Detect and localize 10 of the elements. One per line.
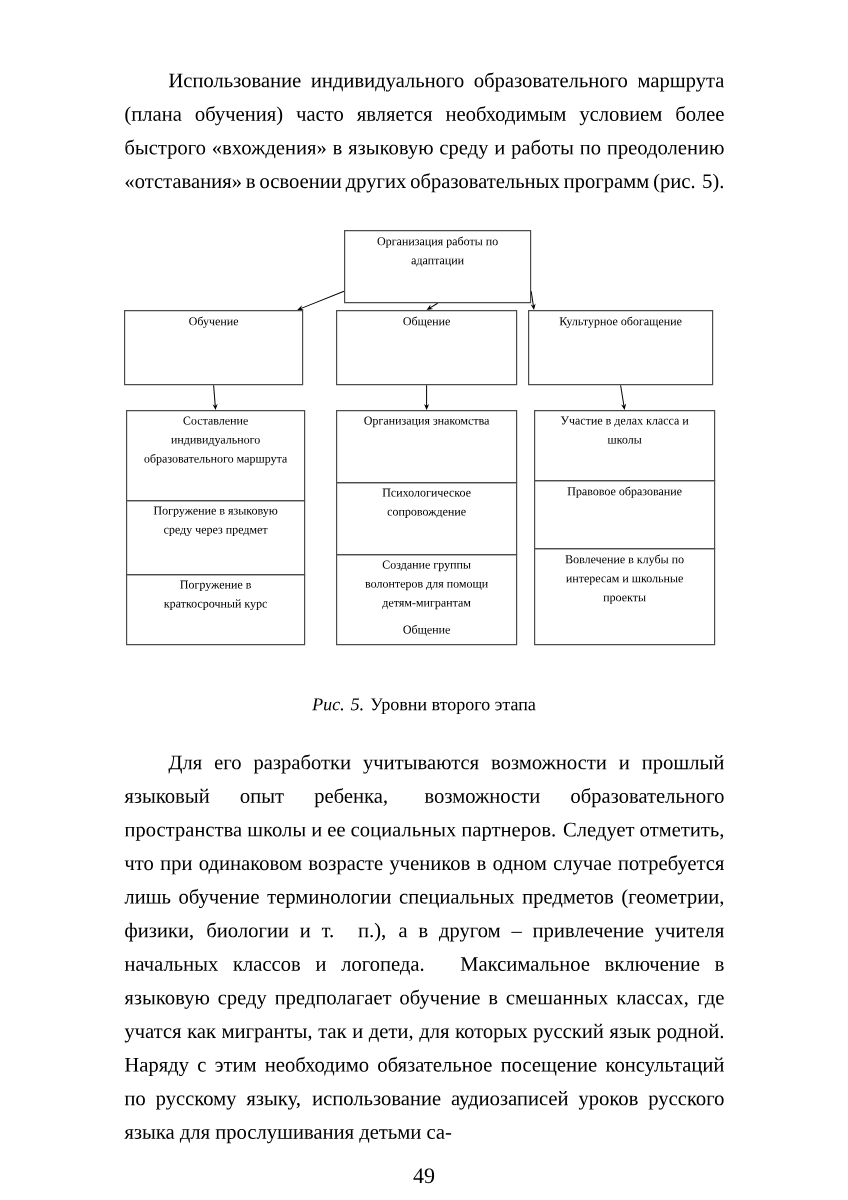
arrow bbox=[427, 302, 439, 310]
paragraph: Для его разработки учитываются возможности и прошлый языковый опыт ребенка, возможности образовательного пространства школы и ее социальных партнеров. Следует отметить, что при одинаковом возрасте учеников в одном случае потребуется лишь обучение терминологии специальных предметов (геометрии, физики, биологии и т. п.), а в другом – привлечение учителя начальных классов и логопеда. Максимальное включение в языковую среду предполагает обучение в смешанных классах, где учатся как мигранты, так и дети, для которых русский язык родной. Наряду с этим необходимо обязательное посещение консультаций по русскому языку, использование аудиозаписей уроков русского языка для прослушивания детьми са- bbox=[124, 754, 725, 1144]
figure-caption: Рис. 5. Уровни второго этапа bbox=[312, 698, 536, 714]
arrow bbox=[620, 384, 626, 410]
page-number: 49 bbox=[413, 1168, 435, 1184]
arrow bbox=[424, 384, 429, 410]
arrow bbox=[213, 384, 218, 410]
arrow bbox=[530, 290, 536, 310]
paragraph: Использование индивидуального образовательного маршрута (плана обучения) часто является необходимым условием более быстрого «вхождения» в языковую среду и работы по преодолению «отставания» в освоении других образовательных программ (рис. 5). bbox=[125, 72, 725, 193]
arrow bbox=[297, 290, 345, 311]
